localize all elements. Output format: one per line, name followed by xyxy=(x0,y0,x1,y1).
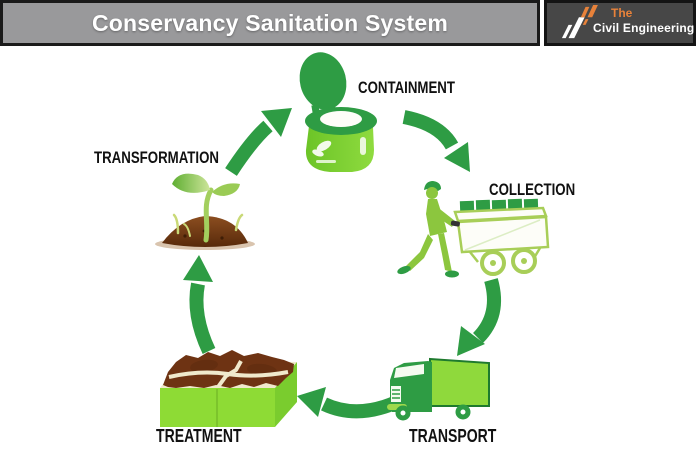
logo-slashes-icon xyxy=(561,4,598,39)
title-banner: Conservancy Sanitation System xyxy=(0,0,540,46)
page-title: Conservancy Sanitation System xyxy=(91,9,449,36)
seedling-icon xyxy=(155,173,255,250)
arrow-collection-to-transport xyxy=(457,278,501,356)
site-logo: The Civil Engineering xyxy=(544,0,696,46)
arrow-treatment-to-transformation xyxy=(183,255,216,354)
logo-brand-top: The xyxy=(611,6,633,20)
stage-label-transport: TRANSPORT xyxy=(409,426,497,446)
stage-label-collection: COLLECTION xyxy=(489,180,576,199)
arrow-transformation-to-containment xyxy=(225,108,292,176)
stage-label-containment: CONTAINMENT xyxy=(358,78,455,97)
waste-cart xyxy=(453,198,550,276)
stage-label-treatment: TREATMENT xyxy=(156,426,242,446)
compost-box-icon xyxy=(160,350,297,427)
worker-cart-icon xyxy=(397,181,550,278)
arrow-containment-to-collection xyxy=(402,110,470,172)
portable-toilet-icon xyxy=(299,52,377,172)
truck-icon xyxy=(387,357,490,421)
arrow-transport-to-treatment xyxy=(297,387,402,419)
stage-label-transformation: TRANSFORMATION xyxy=(94,148,219,167)
logo-brand-bottom: Civil Engineering xyxy=(593,21,695,35)
worker-figure xyxy=(397,181,460,278)
